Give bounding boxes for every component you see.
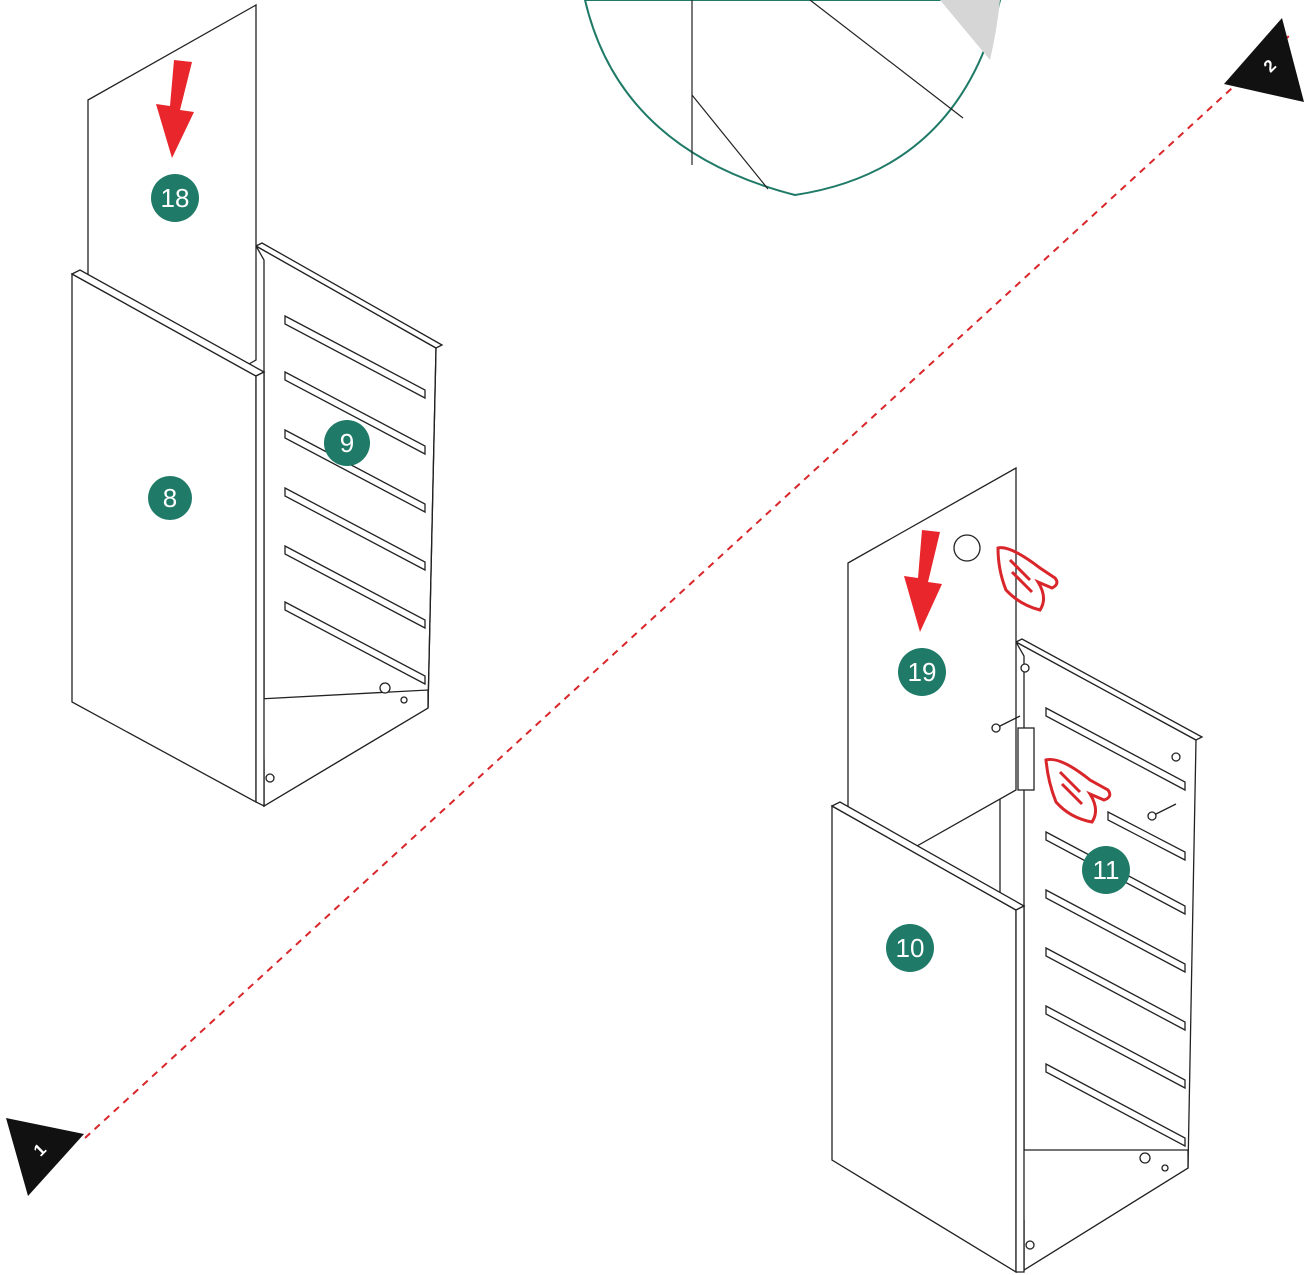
label-11: 11: [1093, 855, 1120, 885]
arrow-down-icon: [156, 60, 194, 158]
label-badge-9: 9: [324, 420, 370, 466]
arrow-down-icon: [904, 530, 942, 632]
label-18: 18: [161, 183, 190, 213]
label-10: 10: [896, 933, 925, 963]
drawer-slides: [284, 314, 426, 686]
left-side-panel-10: [831, 804, 1017, 1274]
label-8: 8: [163, 483, 177, 513]
label-badge-18: 18: [151, 174, 199, 222]
label-badge-19: 19: [898, 648, 946, 696]
step-marker-1: 1: [6, 1118, 84, 1196]
label-badge-8: 8: [148, 476, 192, 520]
screw-icon: [991, 715, 1177, 821]
label-badge-10: 10: [886, 924, 934, 972]
bottom-panel: [239, 689, 429, 808]
assembly-1: [70, 3, 444, 808]
label-19: 19: [908, 657, 937, 687]
finger-point-icon: [996, 546, 1059, 612]
step-marker-2: 2: [1224, 18, 1304, 102]
label-badge-11: 11: [1082, 846, 1130, 894]
finger-point-icon: [1044, 757, 1112, 824]
label-9: 9: [340, 428, 354, 458]
detail-callout-icon: [583, 0, 1002, 197]
assembly-2: [830, 466, 1204, 1274]
bottom-panel: [999, 1149, 1189, 1272]
